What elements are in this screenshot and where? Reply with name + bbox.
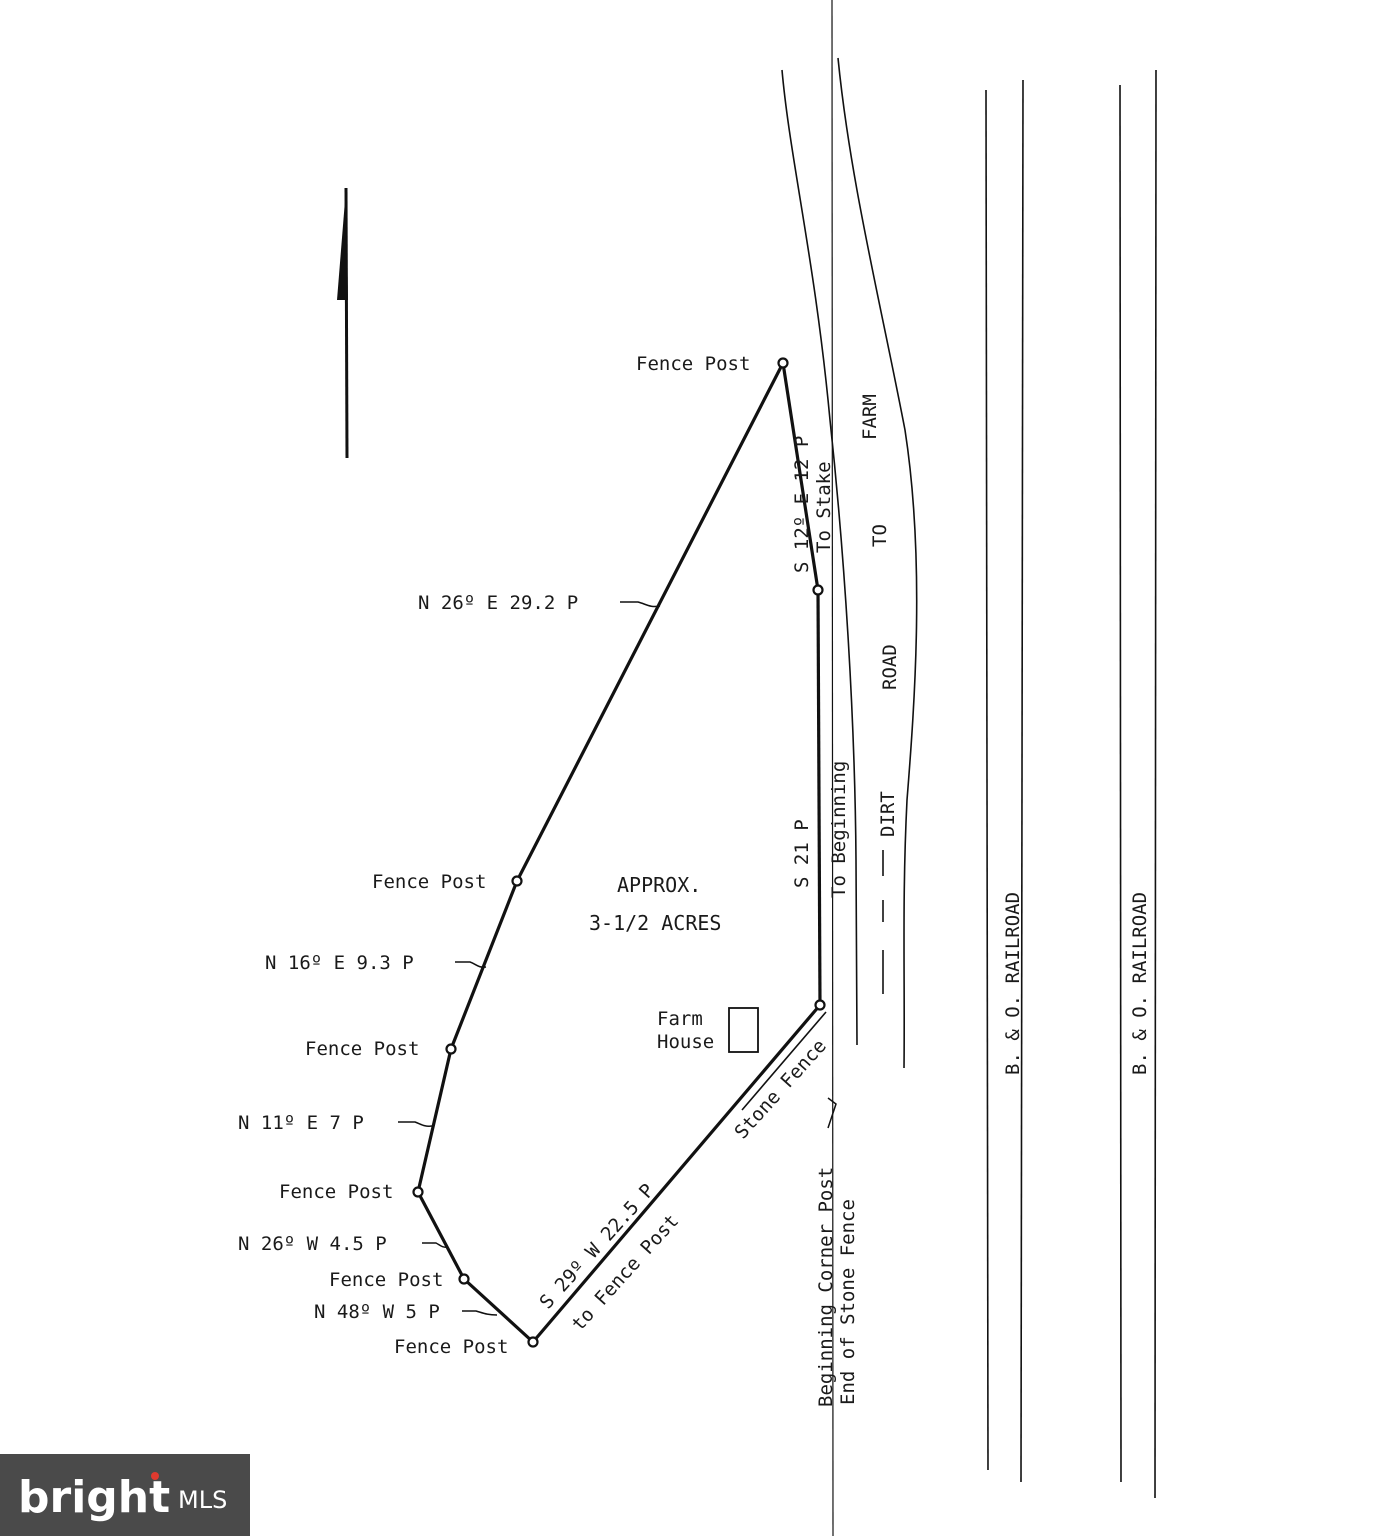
road-edge-left bbox=[781, 69, 858, 1046]
watermark-brand: bright bbox=[18, 1472, 170, 1523]
to-stake-label: To Stake bbox=[813, 461, 835, 553]
fence-post-marker bbox=[412, 1186, 424, 1198]
house-label: House bbox=[657, 1031, 714, 1053]
call-n16e-label: N 16º E 9.3 P bbox=[265, 952, 414, 974]
end-of-stone-fence-label: End of Stone Fence bbox=[837, 1199, 859, 1405]
watermark-accent bbox=[151, 1472, 159, 1480]
fence-post-label: Fence Post bbox=[636, 353, 750, 375]
fence-post-marker bbox=[458, 1273, 470, 1285]
fence-post-marker bbox=[777, 357, 789, 369]
beginning-corner-post-label: Beginning Corner Post bbox=[815, 1167, 837, 1407]
bright-mls-watermark: bright MLS bbox=[0, 1454, 250, 1536]
call-n26w-label: N 26º W 4.5 P bbox=[238, 1233, 387, 1255]
road-road-label: ROAD bbox=[879, 644, 901, 690]
fence-post-label: Fence Post bbox=[279, 1181, 393, 1203]
road-to-label: TO bbox=[869, 524, 891, 547]
railroad-label: B. & O. RAILROAD bbox=[1129, 892, 1151, 1075]
call-n11e-label: N 11º E 7 P bbox=[238, 1112, 364, 1134]
corner-posts bbox=[412, 357, 826, 1348]
fence-post-marker bbox=[511, 875, 523, 887]
railroad-tracks bbox=[985, 69, 1157, 1499]
leader-lines bbox=[398, 601, 837, 1316]
call-s12e-label: S 12º E 12 P bbox=[791, 436, 813, 573]
property-boundary bbox=[416, 362, 827, 1344]
fence-post-label: Fence Post bbox=[372, 871, 486, 893]
to-beginning-label: To Beginning bbox=[828, 761, 850, 898]
beginning-corner-marker bbox=[814, 999, 826, 1011]
fence-post-label: Fence Post bbox=[329, 1269, 443, 1291]
fence-post-label: Fence Post bbox=[305, 1038, 419, 1060]
call-s21-label: S 21 P bbox=[791, 819, 813, 888]
area-approx-label: APPROX. bbox=[617, 873, 701, 897]
fence-post-marker bbox=[445, 1043, 457, 1055]
road-farm-label: FARM bbox=[859, 394, 881, 440]
area-acres-label: 3-1/2 ACRES bbox=[589, 911, 721, 935]
watermark-suffix: MLS bbox=[178, 1486, 227, 1514]
reference-line bbox=[831, 0, 834, 1536]
stake-marker bbox=[812, 584, 824, 596]
call-n48w-label: N 48º W 5 P bbox=[314, 1301, 440, 1323]
road-dirt-label: DIRT bbox=[877, 791, 899, 837]
north-arrow-icon bbox=[337, 187, 349, 459]
fence-post-marker bbox=[527, 1336, 539, 1348]
railroad-label: B. & O. RAILROAD bbox=[1002, 892, 1024, 1075]
call-n26e-label: N 26º E 29.2 P bbox=[418, 592, 578, 614]
road-edge-right bbox=[837, 57, 918, 1069]
fence-post-label: Fence Post bbox=[394, 1336, 508, 1358]
farm-house-icon bbox=[728, 1007, 759, 1053]
farm-label: Farm bbox=[657, 1008, 703, 1030]
